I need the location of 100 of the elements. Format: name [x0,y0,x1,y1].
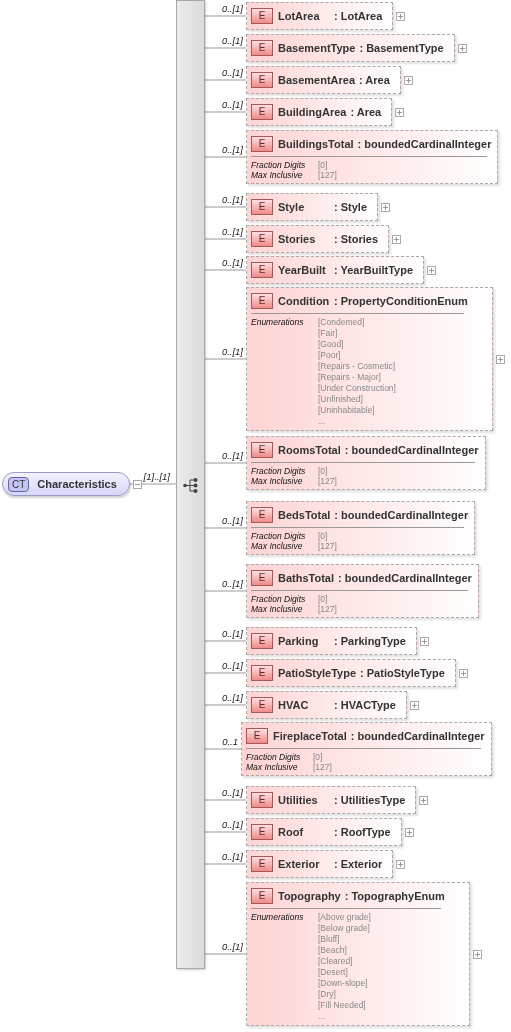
enumeration-value: ... [318,416,327,427]
type-badge: CT [8,476,30,492]
connector-line [204,358,247,360]
facet-value: [0] [318,531,329,541]
element-badge: E [251,823,273,840]
element-name: BasementType [278,41,356,54]
element-type: : Style [334,200,367,213]
facet-name: Fraction Digits [251,160,307,170]
edge-label: 0..[1] [221,692,243,703]
element-name: Exterior [278,857,321,870]
element-type: : TopographyEnum [344,889,445,902]
facet-name: Enumerations [251,317,305,329]
element-box [246,882,470,1026]
enumeration-value: ... [318,1011,327,1022]
element-box [241,722,492,776]
connector-line [204,704,247,706]
edge-label: 0..[1] [221,35,243,46]
enumeration-value: [Below grade] [318,923,371,934]
edge-label: 0..[1] [221,3,243,14]
enumeration-value: [Under Construction] [318,383,397,394]
element-name: PatioStyleType [278,666,357,679]
facet-value: [0] [318,160,329,170]
edge-label: 0..[1] [221,819,243,830]
element-badge: E [251,569,273,586]
element-name: RoomsTotal [278,443,341,456]
element-badge: E [251,103,273,120]
edge-label: 0..[1] [221,226,243,237]
element-box [246,66,401,94]
sequence-bar [176,0,205,969]
element-badge: E [246,727,268,744]
element-name: BasementArea [278,73,356,86]
enumeration-value: [Condemed] [318,317,366,328]
element-box [246,786,417,814]
element-badge: E [251,855,273,872]
element-type: : PropertyConditionEnum [334,294,468,307]
facet-name: Fraction Digits [246,752,302,762]
element-box [246,225,389,253]
connector-line [204,748,242,750]
connector-line [204,863,247,865]
element-name: YearBuilt [278,263,327,276]
element-box [246,2,394,30]
element-badge: E [251,696,273,713]
element-badge: E [251,632,273,649]
element-badge: E [251,664,273,681]
complex-type-box [2,472,130,496]
enumeration-value: [Uninhabitable] [318,405,376,416]
element-type: : YearBuiltType [334,263,414,276]
facet-value: [127] [318,604,338,614]
element-type: : boundedCardinalInteger [350,729,485,742]
edge-label: 0..[1] [221,99,243,110]
element-type: : Stories [334,232,378,245]
element-box [246,130,499,184]
element-name: BuildingArea [278,105,347,118]
edge-label: 0..[1] [221,257,243,268]
element-type: : boundedCardinalInteger [357,137,492,150]
element-badge: E [251,198,273,215]
facet-name: Enumerations [251,912,305,924]
enumeration-value: [Poor] [318,350,342,361]
element-type: : BasementType [359,41,444,54]
facet-name: Max Inclusive [251,541,304,551]
enumeration-value: [Cleared] [318,956,354,967]
element-name: BuildingsTotal [278,137,354,150]
enumeration-value: [Desert] [318,967,349,978]
element-name: LotArea [278,9,321,22]
enumeration-value: [Dry] [318,989,337,1000]
edge-label: 0..[1] [221,346,243,357]
connector-line [204,462,247,464]
element-name: HVAC [278,698,310,711]
element-name: BedsTotal [278,508,331,521]
element-badge: E [251,135,273,152]
enumeration-value: [Above grade] [318,912,372,923]
element-badge: E [251,71,273,88]
element-type: : ParkingType [334,634,406,647]
facet-name: Fraction Digits [251,466,307,476]
enumeration-value: [Fair] [318,328,339,339]
connector-line [204,953,247,955]
connector-line [204,206,247,208]
element-badge: E [251,292,273,309]
enumeration-value: [Bluff] [318,934,341,945]
connector-line [204,111,247,113]
edge-label: 0..1 [222,736,238,747]
facet-name: Max Inclusive [251,604,304,614]
edge-label: 0..[1] [221,194,243,205]
element-box [246,564,479,618]
element-type: : LotArea [334,9,383,22]
element-name: Roof [278,825,305,838]
element-box [246,850,394,878]
facet-value: [0] [318,466,329,476]
element-name: FireplaceTotal [273,729,347,742]
element-name: Parking [278,634,320,647]
element-box [246,501,476,555]
facet-name: Max Inclusive [251,170,304,180]
connector-line [204,79,247,81]
connector-line [204,238,247,240]
edge-label: 0..[1] [221,660,243,671]
facet-name: Fraction Digits [251,594,307,604]
connector-line [129,483,177,485]
element-name: BathsTotal [278,571,335,584]
connector-line [204,672,247,674]
facet-name: Max Inclusive [246,762,299,772]
